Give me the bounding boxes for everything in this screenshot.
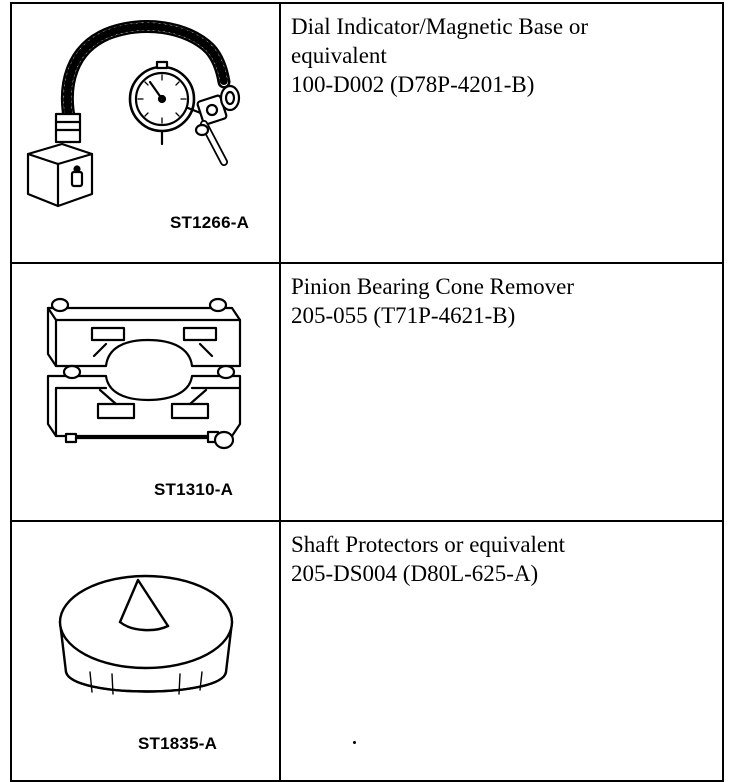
tool-row: ST1835-A Shaft Protectors or equivalent … [10,520,724,782]
dial-indicator-icon [26,20,241,208]
illustration-cell: ST1266-A [10,2,281,264]
tool-name: Pinion Bearing Cone Remover [291,274,574,299]
shaft-protector-illustration: ST1835-A [12,522,279,780]
tool-row: ST1266-A Dial Indicator/Magnetic Base or… [10,2,724,264]
illustration-cell: ST1310-A [10,262,281,522]
bearing-cone-remover-illustration: ST1310-A [12,264,279,520]
tool-row: ST1310-A Pinion Bearing Cone Remover 205… [10,262,724,522]
tool-name: Dial Indicator/Magnetic Base or [291,14,588,39]
illustration-code: ST1266-A [170,213,250,232]
shaft-protector-icon [58,574,234,695]
special-tools-table: ST1266-A Dial Indicator/Magnetic Base or… [10,2,724,782]
tool-number: 100-D002 (D78P-4201-B) [291,72,535,97]
illustration-code: ST1310-A [154,480,234,499]
tool-name-cont: equivalent [291,43,387,68]
bearing-remover-icon [46,297,242,450]
description-cell: Dial Indicator/Magnetic Base or equivale… [279,2,724,264]
illustration-code: ST1835-A [138,734,218,753]
illustration-cell: ST1835-A [10,520,281,782]
description-cell: Shaft Protectors or equivalent 205-DS004… [279,520,724,782]
tool-number: 205-DS004 (D80L-625-A) [291,561,539,586]
scan-speck [353,741,356,744]
tool-name: Shaft Protectors or equivalent [291,532,566,557]
dial-indicator-illustration: ST1266-A [12,4,279,262]
tool-number: 205-055 (T71P-4621-B) [291,303,516,328]
description-cell: Pinion Bearing Cone Remover 205-055 (T71… [279,262,724,522]
